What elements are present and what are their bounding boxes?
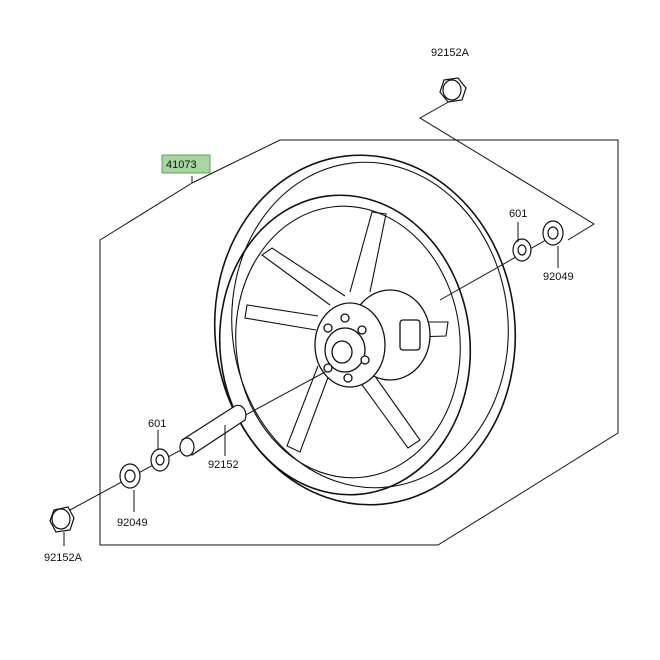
axle-collar bbox=[179, 404, 247, 457]
label-seal-right[interactable]: 92049 bbox=[543, 271, 574, 283]
wheel-hub bbox=[314, 289, 431, 388]
bearing-left bbox=[150, 448, 170, 472]
spacer-top bbox=[439, 77, 467, 103]
label-bearing-left[interactable]: 601 bbox=[148, 418, 166, 430]
label-spacer-bottom[interactable]: 92152A bbox=[44, 552, 83, 564]
bearing-right bbox=[512, 238, 532, 262]
spacer-bottom bbox=[49, 506, 75, 533]
wheel-assy-label-highlight bbox=[161, 154, 211, 174]
leader-axle-right bbox=[439, 231, 561, 301]
label-seal-left[interactable]: 92049 bbox=[117, 517, 148, 529]
label-bearing-right[interactable]: 601 bbox=[509, 208, 527, 220]
wheel-rim bbox=[213, 154, 517, 506]
leader-spacer-top bbox=[419, 92, 595, 241]
label-axle-collar[interactable]: 92152 bbox=[208, 459, 239, 471]
label-wheel-assy[interactable]: 41073 bbox=[166, 159, 197, 171]
seal-left bbox=[119, 463, 141, 489]
seal-right bbox=[542, 220, 564, 246]
label-spacer-top[interactable]: 92152A bbox=[431, 47, 470, 59]
